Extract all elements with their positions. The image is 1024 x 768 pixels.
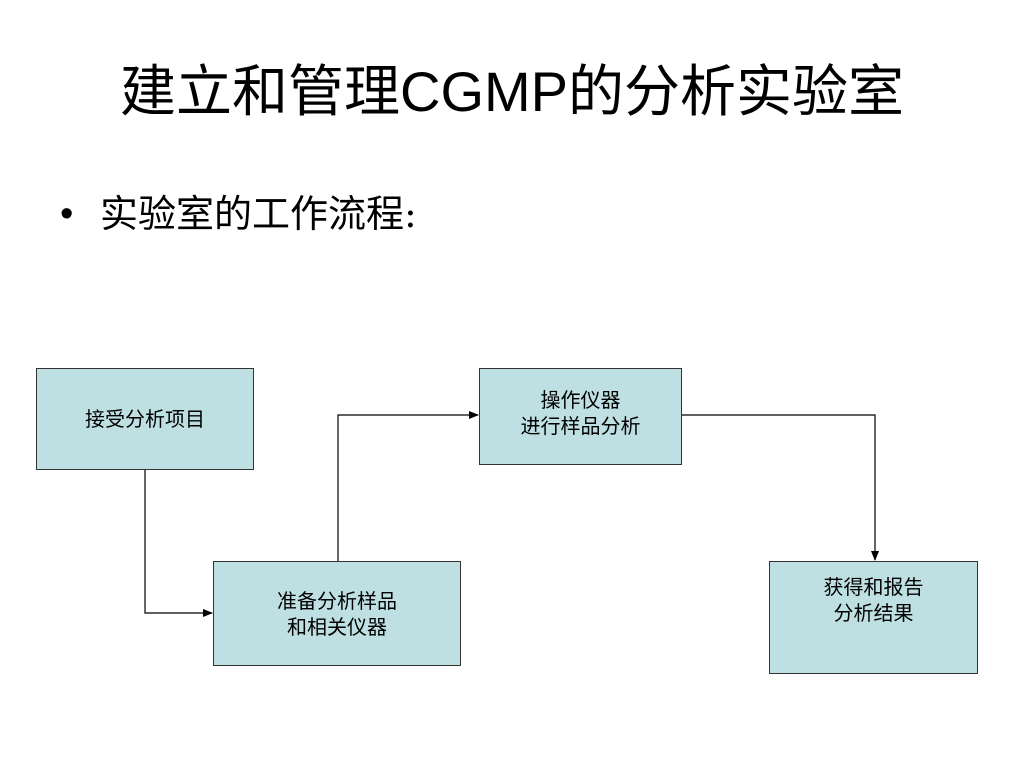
flow-step-label: 接受分析项目: [85, 407, 205, 431]
bullet-item: • 实验室的工作流程:: [60, 186, 417, 242]
connector-receive-to-prepare: [144, 470, 213, 617]
flow-step-label: 分析结果: [833, 601, 914, 625]
connector-operate-to-report: [682, 414, 879, 561]
bullet-text: 实验室的工作流程:: [100, 192, 417, 236]
flow-step-operate-instruments: 操作仪器 进行样品分析: [479, 368, 682, 465]
bullet-icon: •: [60, 193, 74, 235]
flow-step-label: 操作仪器: [540, 388, 621, 412]
flow-step-label: 获得和报告: [823, 575, 924, 599]
title-text-post: 的分析实验室: [568, 60, 904, 125]
connector-prepare-to-operate: [337, 411, 479, 561]
flow-step-report-results: 获得和报告 分析结果: [769, 561, 978, 674]
flow-step-prepare-samples: 准备分析样品 和相关仪器: [213, 561, 461, 666]
flow-step-label: 准备分析样品: [277, 588, 397, 613]
flow-step-receive-items: 接受分析项目: [36, 368, 254, 470]
title-text-pre: 建立和管理: [120, 60, 400, 125]
flow-step-label: 和相关仪器: [287, 614, 387, 639]
slide-title: 建立和管理CGMP的分析实验室: [0, 52, 1024, 133]
flow-step-label: 进行样品分析: [520, 414, 641, 438]
title-text-latin: CGMP: [400, 60, 568, 123]
